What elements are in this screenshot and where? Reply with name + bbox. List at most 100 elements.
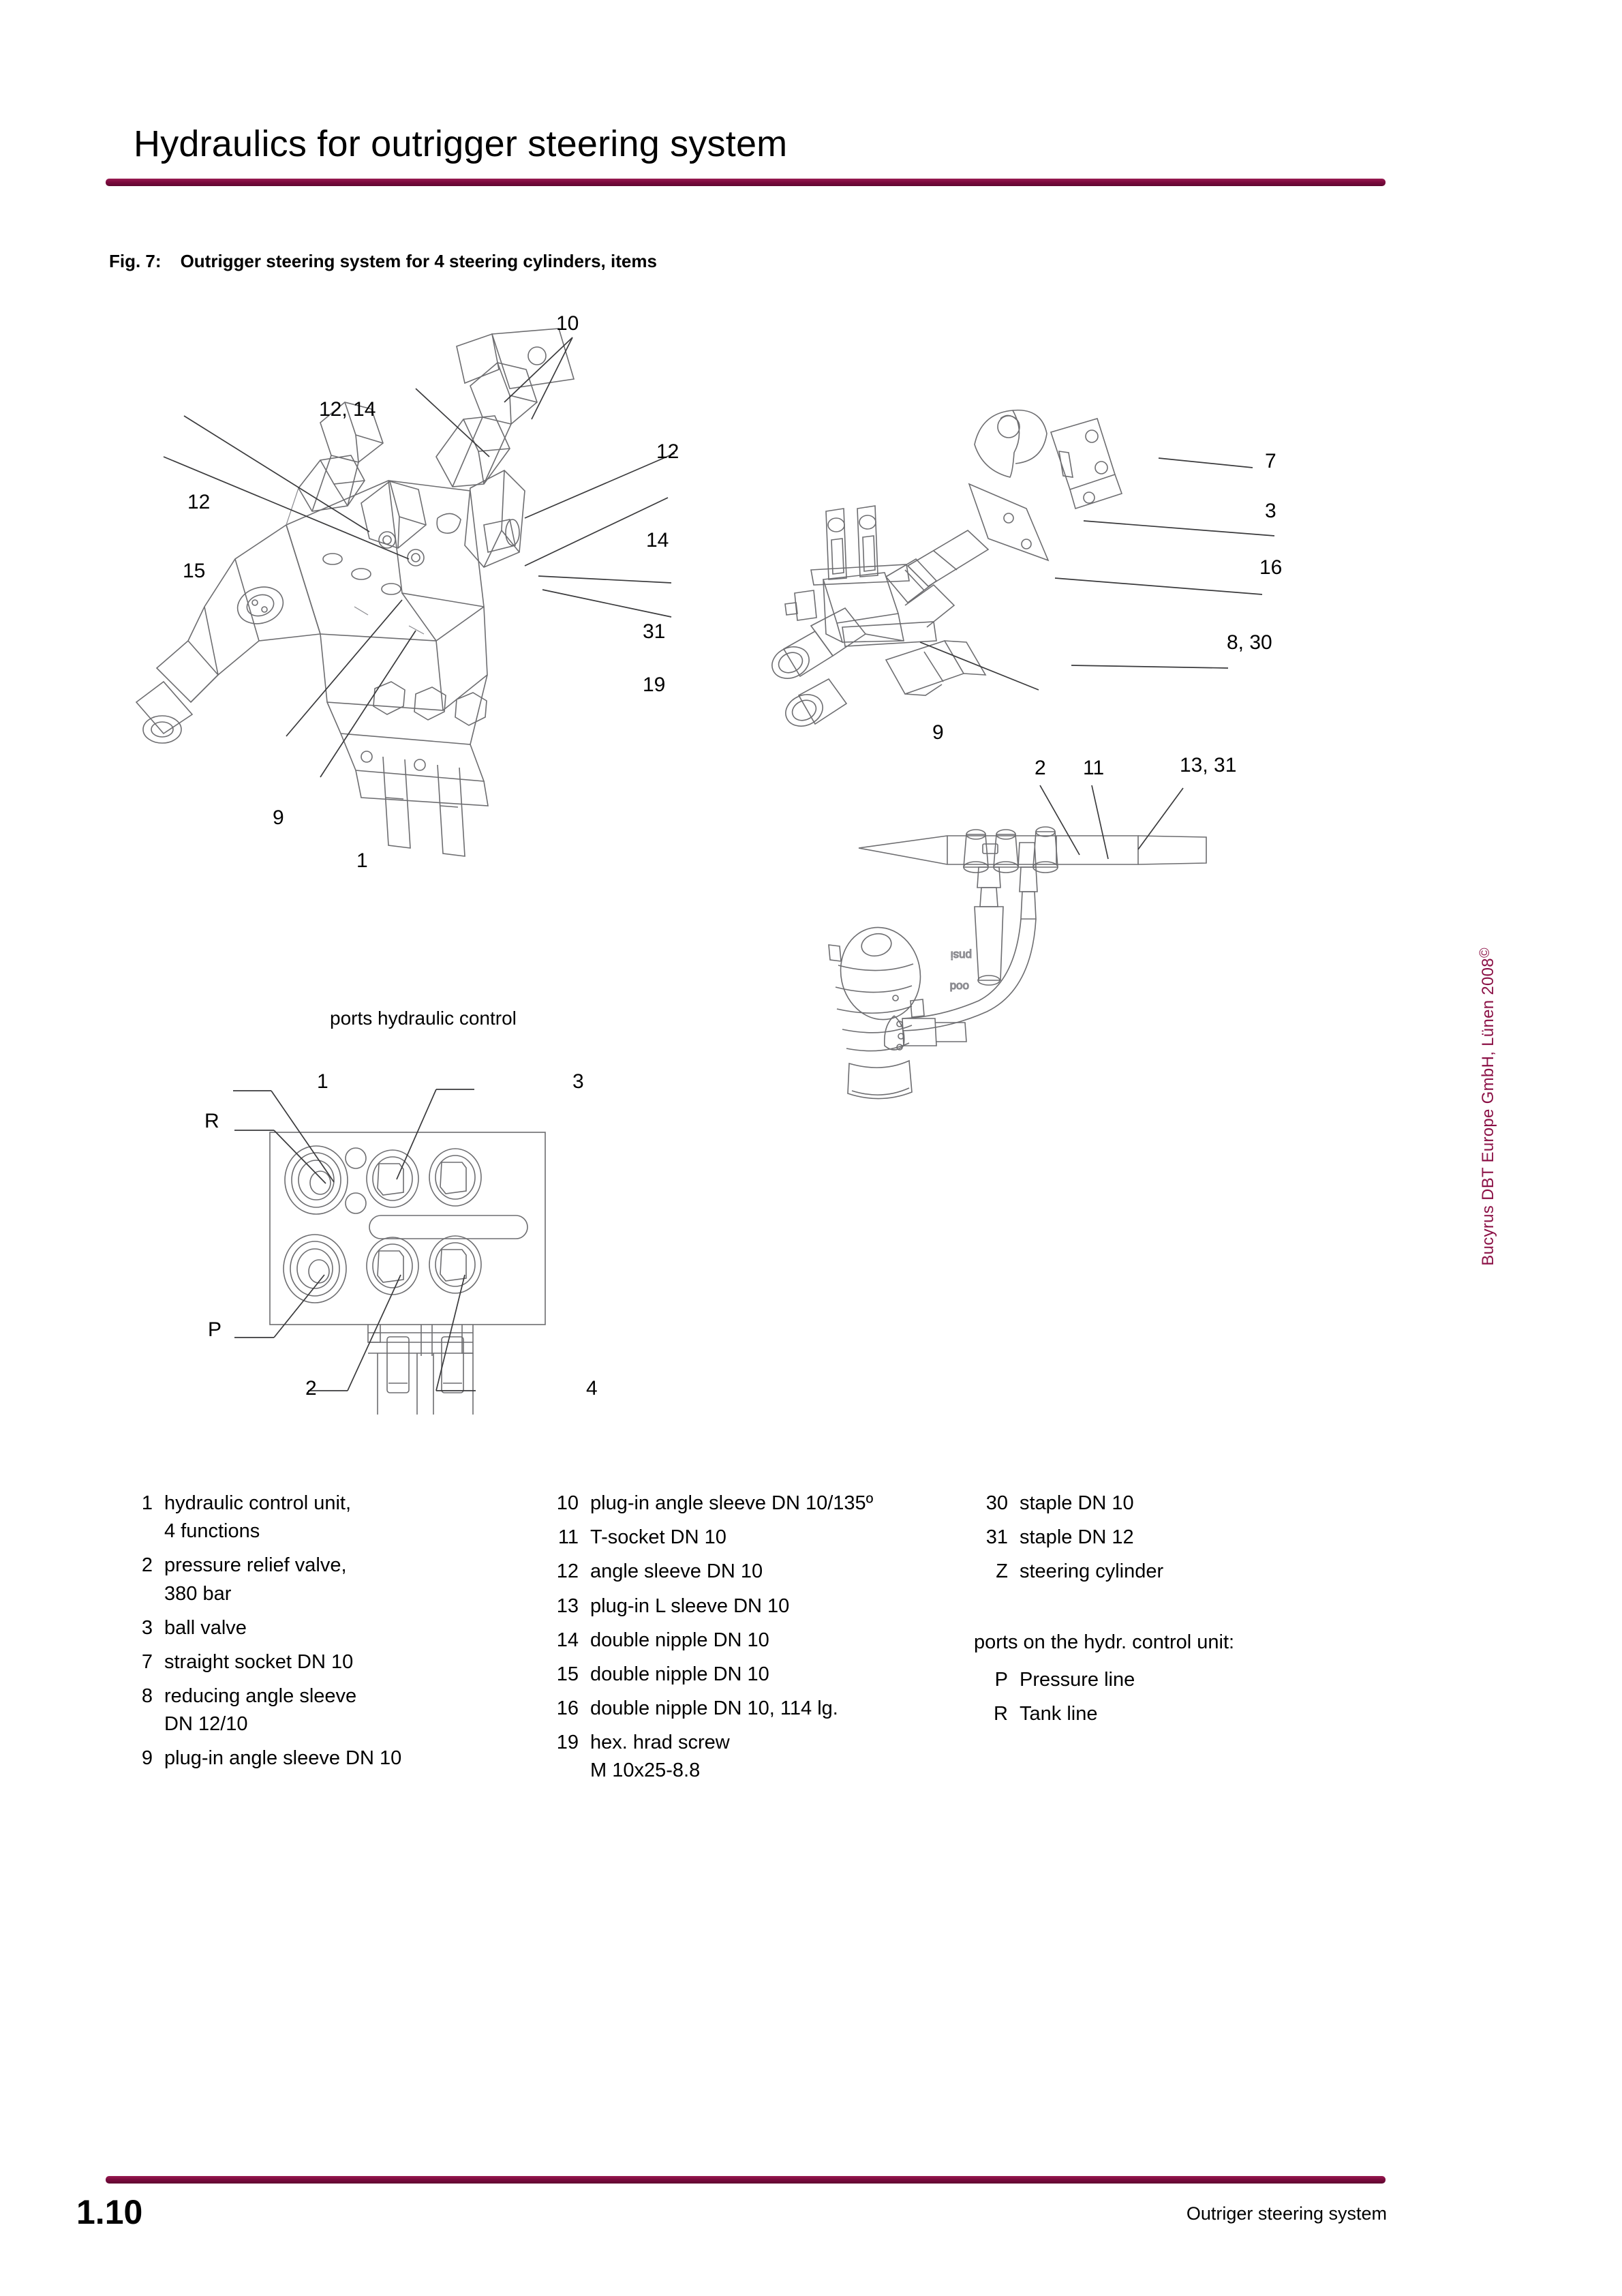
copyright-mark-icon: © — [1478, 948, 1493, 958]
legend-item: 13 plug-in L sleeve DN 10 — [549, 1592, 958, 1620]
ports-subheading: ports on the hydr. control unit: — [974, 1631, 1235, 1653]
main-callout-12-right: 12 — [656, 440, 679, 463]
legend-item-label: angle sleeve DN 10 — [590, 1560, 763, 1583]
legend-item: 8 reducing angle sleeve DN 12/10 — [129, 1682, 538, 1738]
right-callout-16: 16 — [1259, 556, 1283, 579]
main-callout-31: 31 — [643, 620, 666, 643]
legend-item-number: 8 — [141, 1685, 153, 1708]
legend-item-number: 16 — [556, 1697, 579, 1720]
legend-item-number: 15 — [556, 1663, 579, 1685]
legend-item-number: 1 — [141, 1492, 153, 1514]
ports-callout-4: 4 — [586, 1377, 598, 1400]
main-assembly-drawing — [135, 328, 575, 857]
right-callout-8-30: 8, 30 — [1227, 631, 1272, 654]
main-callout-15: 15 — [183, 560, 206, 582]
right-callout-7: 7 — [1265, 450, 1276, 472]
legend-item: 31 staple DN 12 — [978, 1524, 1387, 1552]
legend-item: 16 double nipple DN 10, 114 lg. — [549, 1695, 958, 1723]
legend-item-label: staple DN 10 — [1020, 1492, 1134, 1514]
legend-item: 1 hydraulic control unit, 4 functions — [129, 1490, 538, 1545]
joystick-callout-13-31: 13, 31 — [1180, 754, 1237, 776]
legend-column-1: 1 hydraulic control unit, 4 functions 2 … — [129, 1490, 538, 1779]
footer-rule — [106, 2176, 1386, 2184]
joystick-diagram-leaders — [1039, 785, 1184, 860]
legend-item-number: 11 — [557, 1526, 579, 1549]
legend-item: 15 double nipple DN 10 — [549, 1661, 958, 1689]
joystick-callout-11: 11 — [1083, 757, 1105, 779]
legend-item-number: 7 — [141, 1650, 153, 1673]
legend-item: Z steering cylinder — [978, 1558, 1387, 1586]
legend-item: 9 plug-in angle sleeve DN 10 — [129, 1744, 538, 1772]
copyright-text: Bucyrus DBT Europe GmbH, Lünen 2008 — [1479, 958, 1497, 1266]
main-callout-12-14: 12, 14 — [319, 398, 376, 421]
legend-item-label: staple DN 12 — [1020, 1526, 1134, 1549]
legend-item-label: hex. hrad screw M 10x25-8.8 — [590, 1732, 730, 1782]
legend-item: 19 hex. hrad screw M 10x25-8.8 — [549, 1729, 958, 1785]
svg-text:ood: ood — [950, 980, 969, 993]
ports-callout-2: 2 — [305, 1377, 317, 1400]
legend-item-label: pressure relief valve, 380 bar — [164, 1554, 347, 1605]
port-key: P — [994, 1668, 1008, 1691]
legend-item-number: Z — [996, 1560, 1008, 1583]
legend-item-number: 9 — [141, 1747, 153, 1770]
legend-item: 14 double nipple DN 10 — [549, 1627, 958, 1655]
ball-valve-assembly-drawing — [771, 409, 1123, 727]
right-callout-3: 3 — [1265, 500, 1276, 522]
ports-callout-P: P — [208, 1318, 222, 1341]
legend-item-label: steering cylinder — [1020, 1560, 1164, 1583]
legend-item: 10 plug-in angle sleeve DN 10/135º — [549, 1490, 958, 1517]
legend-item-label: double nipple DN 10 — [590, 1629, 769, 1651]
legend-item-number: 2 — [141, 1554, 153, 1577]
legend-item-label: plug-in angle sleeve DN 10 — [164, 1747, 402, 1770]
joystick-callout-2: 2 — [1035, 757, 1046, 779]
legend-item-number: 12 — [556, 1560, 579, 1583]
legend-item: 7 straight socket DN 10 — [129, 1648, 538, 1676]
legend-column-2: 10 plug-in angle sleeve DN 10/135º 11 T-… — [549, 1490, 958, 1792]
legend-item-number: 13 — [556, 1595, 579, 1617]
main-callout-1: 1 — [356, 849, 368, 872]
figure-number: Fig. 7: — [109, 251, 162, 271]
header-rule — [106, 179, 1386, 186]
legend-item-label: T-socket DN 10 — [590, 1526, 726, 1549]
legend-item-label: double nipple DN 10, 114 lg. — [590, 1697, 838, 1720]
ports-callout-3: 3 — [572, 1070, 584, 1093]
svg-text:pnsi: pnsi — [951, 949, 972, 962]
legend-item: 30 staple DN 10 — [978, 1490, 1387, 1517]
legend-column-3: 30 staple DN 10 31 staple DN 12 Z steeri… — [974, 1490, 1387, 1734]
main-callout-10: 10 — [556, 312, 579, 335]
ports-callout-1: 1 — [317, 1070, 328, 1093]
ports-diagram-title: ports hydraulic control — [330, 1008, 517, 1029]
joystick-hose-drawing: pnsi ood — [828, 826, 1207, 1100]
legend-item-label: ball valve — [164, 1616, 247, 1639]
right-callout-9: 9 — [932, 721, 944, 744]
figure-caption-text: Outrigger steering system for 4 steering… — [180, 251, 657, 271]
port-key: R — [994, 1702, 1008, 1725]
legend-item-label: double nipple DN 10 — [590, 1663, 769, 1685]
ports-diagram-leaders — [233, 1089, 476, 1391]
legend-item-number: 10 — [556, 1492, 579, 1514]
port-label: Tank line — [1020, 1702, 1098, 1725]
copyright-notice: Bucyrus DBT Europe GmbH, Lünen 2008© — [1478, 948, 1498, 1266]
legend-item-number: 3 — [141, 1616, 153, 1639]
main-callout-19: 19 — [643, 674, 666, 696]
footer-section-title: Outriger steering system — [1186, 2203, 1387, 2224]
page-number: 1.10 — [76, 2193, 143, 2231]
port-item: R Tank line — [978, 1700, 1387, 1728]
page-title: Hydraulics for outrigger steering system — [134, 123, 788, 164]
legend-item: 11 T-socket DN 10 — [549, 1524, 958, 1552]
legend-item: 2 pressure relief valve, 380 bar — [129, 1552, 538, 1607]
port-label: Pressure line — [1020, 1668, 1135, 1691]
legend-item-label: plug-in L sleeve DN 10 — [590, 1595, 790, 1617]
figure-caption: Fig. 7: Outrigger steering system for 4 s… — [109, 251, 657, 272]
right-diagram-leaders — [919, 457, 1275, 691]
legend-item-label: straight socket DN 10 — [164, 1650, 354, 1673]
main-callout-12-left: 12 — [187, 491, 211, 513]
legend-item-number: 14 — [556, 1629, 579, 1651]
main-callout-9: 9 — [273, 806, 284, 829]
ports-callout-R: R — [204, 1110, 219, 1132]
legend-item-label: plug-in angle sleeve DN 10/135º — [590, 1492, 874, 1514]
port-item: P Pressure line — [978, 1666, 1387, 1694]
legend-item-number: 30 — [985, 1492, 1008, 1514]
main-diagram-leaders — [163, 337, 675, 778]
legend-item-label: reducing angle sleeve DN 12/10 — [164, 1685, 357, 1736]
